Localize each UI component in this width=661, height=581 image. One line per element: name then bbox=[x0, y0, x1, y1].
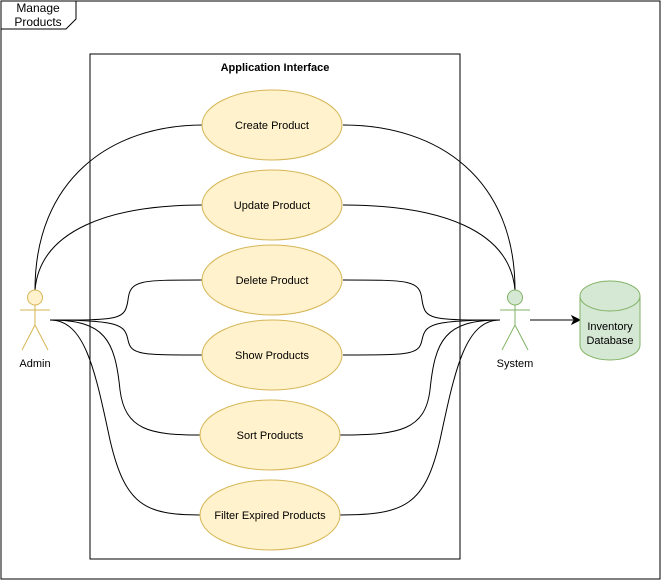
system-head bbox=[507, 289, 523, 306]
assoc-admin-sort bbox=[49, 319, 201, 436]
use-case-sort-products[interactable]: Sort Products bbox=[199, 399, 341, 471]
assoc-admin-show bbox=[49, 319, 204, 356]
actor-system[interactable]: System bbox=[497, 289, 534, 370]
admin-head bbox=[27, 289, 43, 306]
use-case-label: Delete Product bbox=[236, 275, 309, 287]
frame-title-tab bbox=[1, 0, 77, 30]
assoc-system-update bbox=[342, 204, 516, 291]
system-to-database-arrow bbox=[530, 314, 582, 326]
assoc-system-delete bbox=[342, 279, 501, 321]
use-case-label: Sort Products bbox=[237, 430, 304, 442]
use-case-create-product[interactable]: Create Product bbox=[201, 89, 343, 161]
system-associations bbox=[339, 124, 516, 516]
assoc-system-create bbox=[342, 124, 516, 291]
assoc-system-filter bbox=[339, 319, 501, 516]
frame-title-line1: Manage bbox=[16, 1, 60, 15]
use-case-delete-product[interactable]: Delete Product bbox=[201, 244, 343, 316]
use-case-show-products[interactable]: Show Products bbox=[201, 319, 343, 391]
database-top bbox=[579, 280, 641, 312]
assoc-system-sort bbox=[339, 319, 501, 436]
system-boundary-title: Application Interface bbox=[221, 62, 330, 74]
assoc-admin-update bbox=[34, 204, 204, 291]
inventory-database[interactable]: Inventory Database bbox=[579, 280, 641, 361]
database-label-line1: Inventory bbox=[587, 321, 633, 333]
database-label-line2: Database bbox=[586, 335, 633, 347]
assoc-admin-create bbox=[34, 124, 204, 291]
use-case-update-product[interactable]: Update Product bbox=[201, 169, 343, 241]
assoc-system-show bbox=[342, 319, 501, 356]
actor-admin-label: Admin bbox=[19, 358, 50, 370]
actor-system-label: System bbox=[497, 358, 534, 370]
actor-admin[interactable]: Admin bbox=[19, 289, 51, 370]
frame-title-line2: Products bbox=[14, 15, 61, 29]
use-case-label: Filter Expired Products bbox=[214, 510, 326, 522]
assoc-admin-delete bbox=[49, 279, 204, 321]
use-case-label: Show Products bbox=[235, 350, 309, 362]
assoc-admin-filter bbox=[49, 319, 201, 516]
database-body bbox=[579, 296, 641, 361]
use-case-label: Create Product bbox=[235, 120, 309, 132]
admin-associations bbox=[34, 124, 204, 516]
system-boundary bbox=[89, 53, 461, 560]
use-case-filter-expired-products[interactable]: Filter Expired Products bbox=[199, 479, 341, 551]
use-case-label: Update Product bbox=[234, 200, 310, 212]
